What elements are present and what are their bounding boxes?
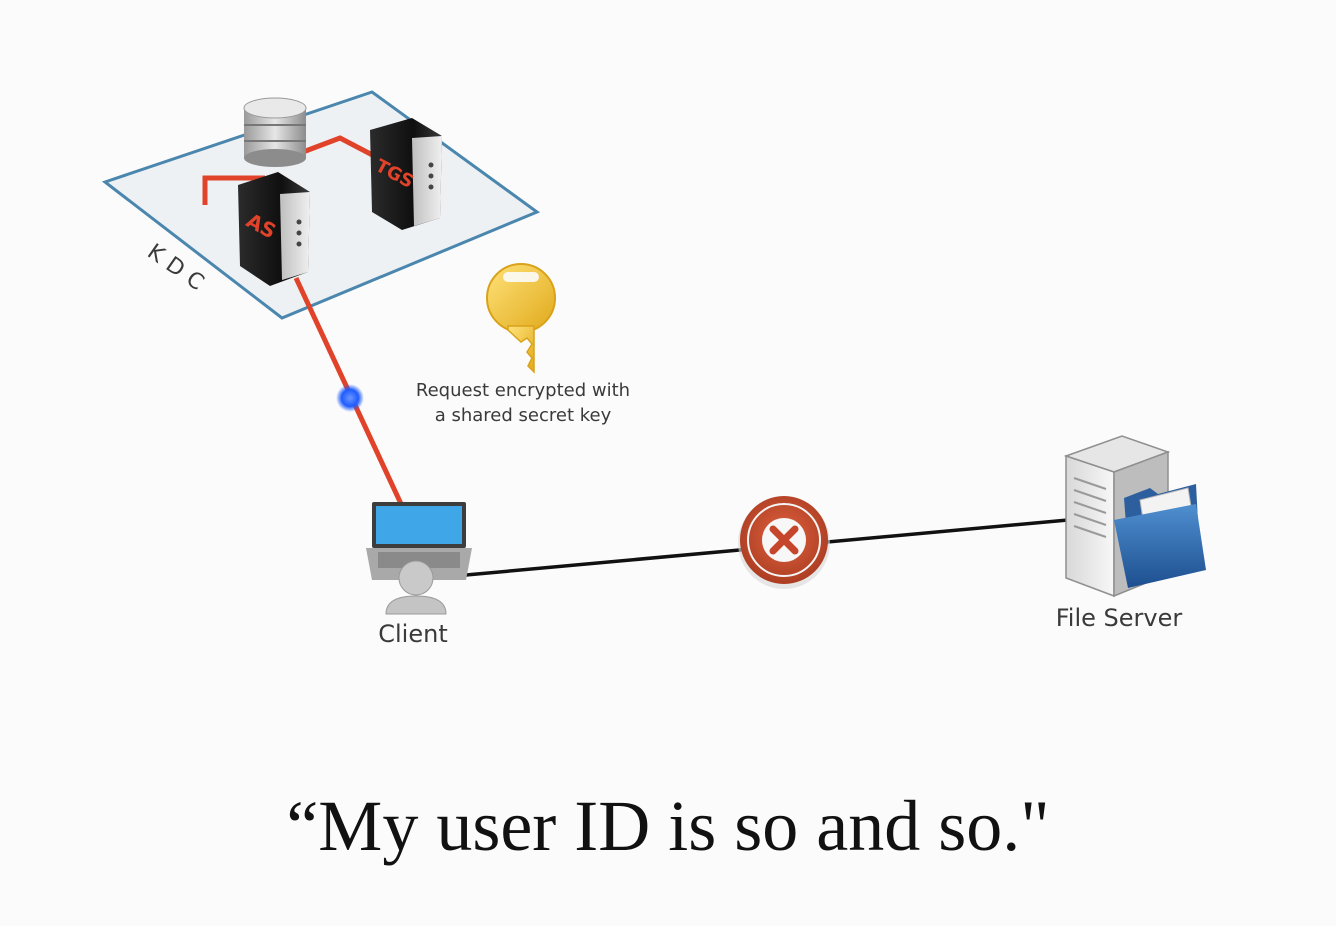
key-icon [486, 263, 556, 374]
blocked-x-icon [738, 496, 830, 589]
database-icon [243, 97, 307, 167]
tgs-server-icon: TGS [370, 118, 442, 230]
laptop-user-icon [366, 502, 472, 615]
kdc-platform [101, 90, 541, 320]
kdc-internal-links [202, 135, 384, 205]
server-folder-icon [1063, 435, 1206, 598]
key-note-line1: Request encrypted with [416, 380, 630, 401]
file-server-label: File Server [1056, 604, 1183, 632]
as-server-icon: AS [238, 172, 310, 286]
client-label: Client [378, 620, 447, 648]
packet-dot [336, 384, 364, 412]
caption-text: “My user ID is so and so." [286, 786, 1050, 866]
key-note-line2: a shared secret key [435, 405, 612, 426]
